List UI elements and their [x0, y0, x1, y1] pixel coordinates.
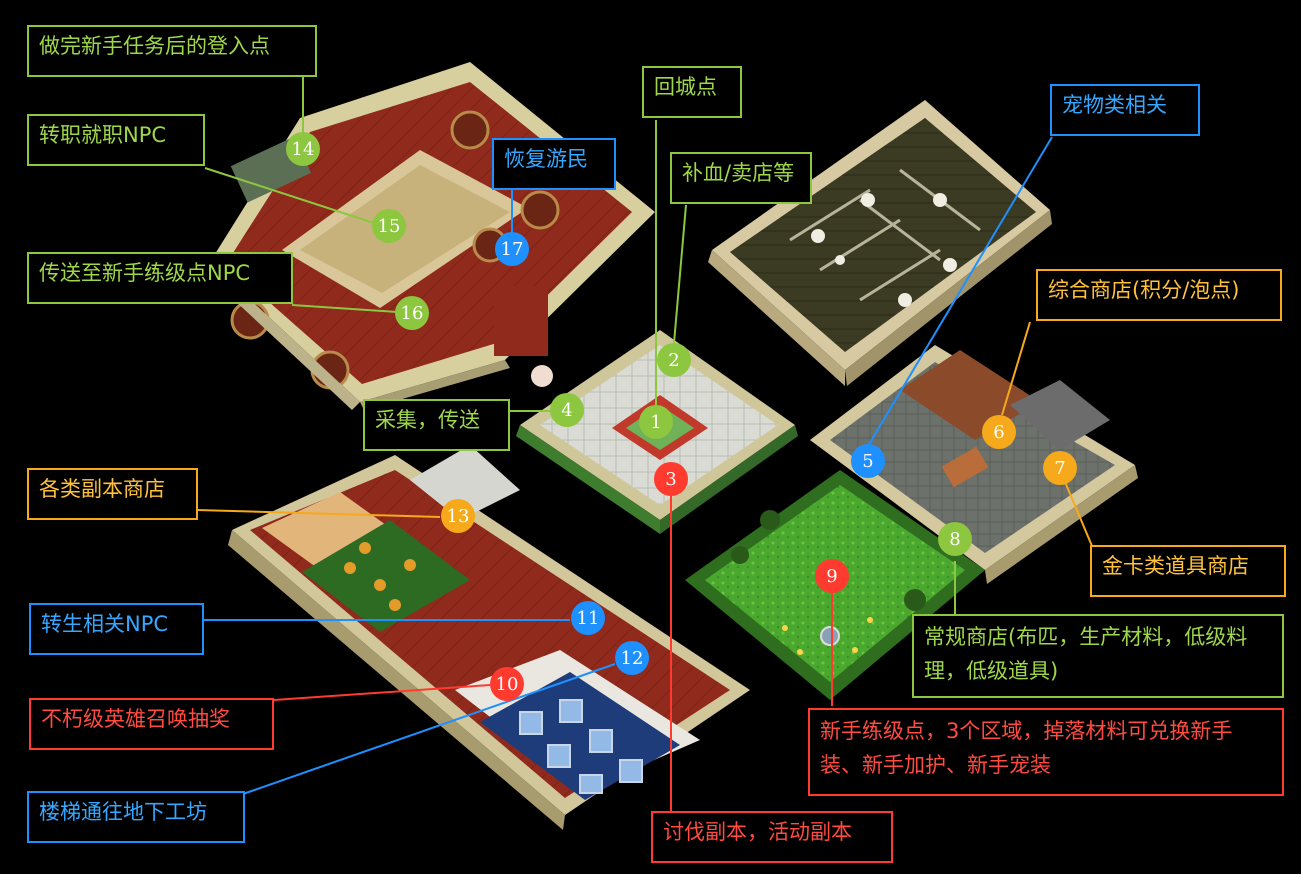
marker-17[interactable]: 17: [495, 232, 529, 266]
marker-12[interactable]: 12: [615, 641, 649, 675]
line-12: [242, 663, 616, 795]
marker-14[interactable]: 14: [286, 132, 320, 166]
marker-13[interactable]: 13: [441, 499, 475, 533]
marker-5[interactable]: 5: [851, 444, 885, 478]
marker-7[interactable]: 7: [1043, 451, 1077, 485]
label-pet: 宠物类相关: [1050, 84, 1200, 136]
label-gather-teleport: 采集，传送: [363, 399, 510, 451]
building-top-right: [708, 100, 1052, 386]
label-dungeon-shop: 各类副本商店: [27, 468, 198, 520]
label-rebirth-npc: 转生相关NPC: [29, 603, 204, 655]
label-return-point: 回城点: [642, 66, 742, 118]
line-13: [196, 509, 441, 518]
label-summon-lottery: 不朽级英雄召唤抽奖: [29, 698, 274, 750]
building-bottom-left: [228, 445, 750, 830]
marker-2[interactable]: 2: [657, 343, 691, 377]
line-2: [673, 204, 687, 344]
label-general-shop: 综合商店(积分/泡点): [1036, 269, 1282, 321]
marker-9[interactable]: 9: [815, 559, 849, 593]
label-stairs: 楼梯通往地下工坊: [27, 791, 245, 843]
label-dungeon: 讨伐副本，活动副本: [651, 811, 893, 863]
marker-16[interactable]: 16: [395, 296, 429, 330]
label-job-npc: 转职就职NPC: [27, 114, 205, 166]
label-login-point: 做完新手任务后的登入点: [27, 25, 317, 77]
marker-1[interactable]: 1: [639, 405, 673, 439]
line-15: [204, 167, 381, 226]
label-regular-shop: 常规商店(布匹，生产材料，低级料理，低级道具): [912, 614, 1284, 698]
line-6: [1001, 321, 1031, 416]
marker-4[interactable]: 4: [550, 393, 584, 427]
marker-15[interactable]: 15: [372, 209, 406, 243]
label-restore-vagrant: 恢复游民: [492, 138, 616, 190]
marker-3[interactable]: 3: [654, 462, 688, 496]
marker-6[interactable]: 6: [982, 415, 1016, 449]
line-5: [867, 136, 1053, 447]
label-heal-shop: 补血/卖店等: [670, 152, 812, 204]
marker-11[interactable]: 11: [571, 601, 605, 635]
building-top-left: [200, 62, 655, 410]
label-training-point: 新手练级点，3个区域，掉落材料可兑换新手装、新手加护、新手宠装: [808, 708, 1284, 796]
line-16: [291, 304, 398, 313]
label-teleport-npc: 传送至新手练级点NPC: [27, 252, 293, 304]
line-10: [273, 684, 491, 701]
marker-8[interactable]: 8: [938, 522, 972, 556]
marker-10[interactable]: 10: [490, 667, 524, 701]
building-right-shop: [810, 345, 1138, 584]
label-goldcard-shop: 金卡类道具商店: [1090, 545, 1286, 597]
